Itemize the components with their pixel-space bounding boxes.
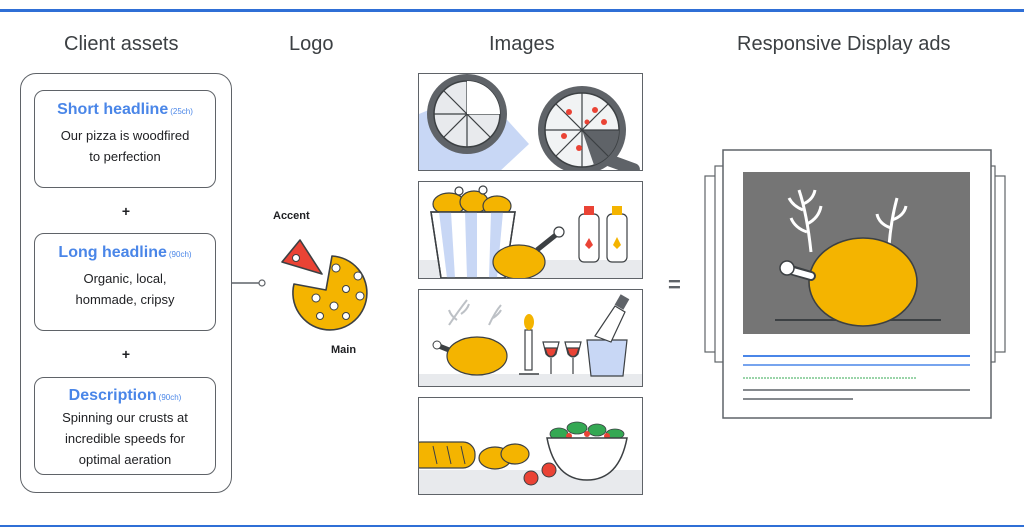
short-headline-title: Short headline — [57, 101, 169, 118]
fried-chicken-bucket-image — [418, 181, 643, 279]
short-headline-text: Our pizza is woodfired to perfection — [35, 125, 215, 167]
long-headline-line: Organic, local, — [83, 271, 167, 286]
equals-sign: = — [668, 272, 681, 297]
bread-salad-image — [418, 397, 643, 495]
bottom-rule — [0, 525, 1024, 527]
connector-line — [232, 279, 266, 287]
short-headline-card: Short headline(25ch) Our pizza is woodfi… — [34, 90, 216, 188]
pizza-main-icon — [292, 255, 368, 331]
plus-sign: + — [121, 203, 131, 219]
accent-label: Accent — [273, 210, 310, 222]
short-headline-line: Our pizza is woodfired — [60, 128, 190, 143]
description-line: incredible speeds for — [65, 431, 185, 446]
long-headline-title: Long headline — [58, 244, 167, 261]
logo-title: Logo — [289, 33, 334, 55]
long-headline-heading: Long headline(90ch) — [35, 244, 215, 262]
description-card: Description(90ch) Spinning our crusts at… — [34, 377, 216, 475]
top-rule — [0, 9, 1024, 12]
main-label: Main — [331, 344, 357, 356]
responsive-display-ad — [704, 149, 1006, 419]
description-line: optimal aeration — [78, 452, 172, 467]
pizza-accent-slice-icon — [281, 239, 323, 275]
images-title: Images — [489, 33, 555, 55]
description-heading: Description(90ch) — [35, 387, 215, 405]
long-headline-limit: (90ch) — [168, 250, 192, 259]
short-headline-limit: (25ch) — [170, 107, 193, 116]
description-title: Description — [68, 387, 157, 404]
pizza-logo — [281, 239, 368, 331]
client-assets-panel — [20, 73, 232, 493]
plus-sign: + — [121, 346, 131, 362]
description-limit: (90ch) — [158, 393, 182, 402]
short-headline-heading: Short headline(25ch) — [35, 101, 215, 119]
long-headline-text: Organic, local, hommade, cripsy — [35, 268, 215, 310]
dinner-table-image — [418, 289, 643, 387]
long-headline-line: hommade, cripsy — [75, 292, 175, 307]
description-line: Spinning our crusts at — [62, 410, 188, 425]
responsive-ads-title: Responsive Display ads — [737, 33, 951, 55]
description-text: Spinning our crusts at incredible speeds… — [35, 407, 215, 470]
long-headline-card: Long headline(90ch) Organic, local, homm… — [34, 233, 216, 331]
client-assets-title: Client assets — [64, 33, 179, 55]
short-headline-line: to perfection — [89, 149, 161, 164]
pizza-pans-image — [418, 73, 643, 171]
